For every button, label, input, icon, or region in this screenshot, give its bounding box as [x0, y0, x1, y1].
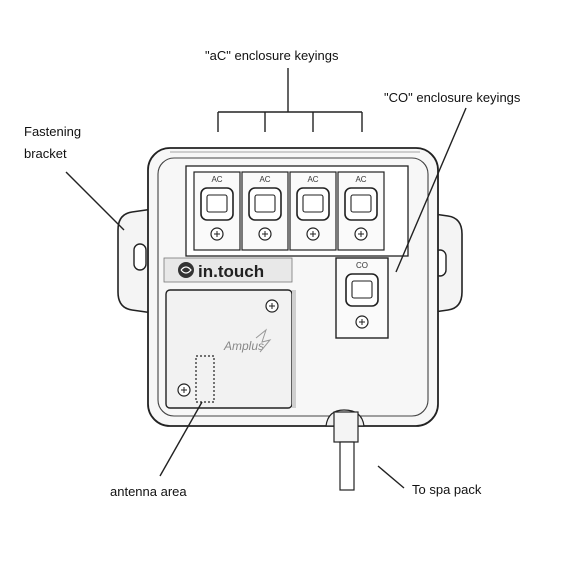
leader-lines — [65, 68, 467, 489]
connector-label: AC — [307, 175, 318, 184]
spa-pack-label: To spa pack — [412, 482, 482, 497]
co-keyings-leader — [395, 107, 467, 273]
ac-connector-2: AC — [241, 171, 289, 251]
connector-label: AC — [259, 175, 270, 184]
spa-pack-leader — [377, 465, 405, 489]
fastening-label-line2: bracket — [24, 146, 67, 161]
antenna-area-marker — [195, 355, 215, 403]
brand-logo-text: in.touch — [198, 262, 264, 281]
wireless-module: Amplus — [165, 289, 296, 409]
antenna-area-label: antenna area — [110, 484, 187, 499]
connector-label: AC — [211, 175, 222, 184]
co-connector: CO — [335, 257, 389, 339]
ac-connector-3: AC — [289, 171, 337, 251]
ac-keyings-label: "aC" enclosure keyings — [205, 48, 339, 63]
fastening-label-line1: Fastening — [24, 124, 82, 139]
brand-strip: in.touch — [163, 257, 293, 283]
module-logo-text: Amplus — [223, 339, 264, 353]
connector-label: CO — [356, 261, 368, 270]
ac-connector-1: AC — [193, 171, 241, 251]
antenna-leader — [159, 401, 203, 477]
spa-pack-cable — [325, 409, 365, 491]
ac-connector-4: AC — [337, 171, 385, 251]
module-logo-mark — [255, 328, 272, 353]
connector-label: AC — [355, 175, 366, 184]
ac-keyings-bracket — [217, 68, 363, 132]
co-keyings-label: "CO" enclosure keyings — [384, 90, 521, 105]
fastening-leader — [65, 171, 125, 231]
